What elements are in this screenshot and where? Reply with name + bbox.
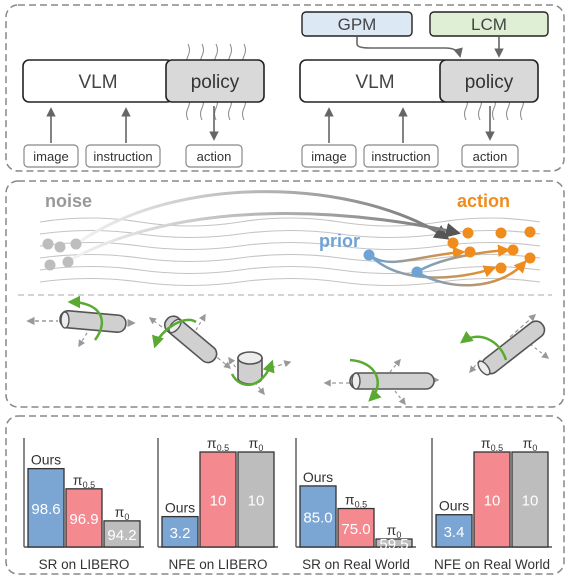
prior-samples bbox=[363, 249, 423, 278]
bar-1 bbox=[435, 514, 473, 548]
bar-value-label: 10 bbox=[210, 493, 227, 510]
baseline-architecture: VLM policy image instruction action bbox=[22, 43, 265, 168]
bar-series-label: π0 bbox=[523, 435, 538, 453]
instruction-input-box-right bbox=[363, 144, 439, 168]
bar-1 bbox=[299, 485, 337, 548]
bar-1 bbox=[27, 467, 65, 548]
bar-series-label: π0 bbox=[115, 504, 130, 522]
noise-to-action-arrow-1 bbox=[74, 190, 450, 247]
bar-2 bbox=[337, 507, 375, 548]
bar-series-label: π0 bbox=[249, 435, 264, 453]
bar-2 bbox=[199, 451, 237, 548]
middle-panel-frame bbox=[5, 180, 565, 408]
bar-3 bbox=[375, 538, 413, 548]
bar-value-label: 59.5 bbox=[379, 536, 408, 553]
vlm-label-left: VLM bbox=[78, 72, 117, 93]
benchmark-bar-charts: 98.6 Ours 96.9 π0.5 94.2 π0 SR on LIBERO 3.2 Our… bbox=[23, 435, 552, 572]
bar-series-label: Ours bbox=[165, 500, 195, 516]
bar-value-label: 85.0 bbox=[303, 509, 332, 526]
top-panel-frame bbox=[5, 4, 565, 172]
prior-label: prior bbox=[319, 231, 360, 251]
pose-cylinder-2 bbox=[148, 313, 232, 369]
chart-caption: SR on Real World bbox=[302, 557, 410, 572]
image-input-box-left bbox=[23, 144, 79, 168]
bar-series-label: π0 bbox=[387, 522, 402, 540]
image-input-box-right bbox=[301, 144, 357, 168]
action-output-box-right bbox=[461, 144, 519, 168]
proposed-architecture: GPM LCM VLM policy image instruction act… bbox=[299, 11, 549, 168]
lcm-label: LCM bbox=[471, 15, 507, 34]
pose-cylinder-5 bbox=[459, 314, 550, 376]
action-output-label-left: action bbox=[197, 149, 232, 164]
policy-box-right bbox=[439, 59, 539, 103]
bar-chart-1: 98.6 Ours 96.9 π0.5 94.2 π0 SR on LIBERO bbox=[23, 438, 144, 572]
instruction-input-label-left: instruction bbox=[93, 149, 152, 164]
bar-series-label: π0.5 bbox=[481, 435, 503, 453]
action-output-box-left bbox=[185, 144, 243, 168]
bar-value-label: 10 bbox=[484, 493, 501, 510]
gpm-label: GPM bbox=[338, 15, 377, 34]
action-label: action bbox=[457, 191, 510, 211]
policy-label-right: policy bbox=[465, 72, 514, 93]
chart-caption: NFE on LIBERO bbox=[168, 557, 267, 572]
bar-series-label: Ours bbox=[439, 498, 469, 514]
bar-series-label: π0.5 bbox=[207, 435, 229, 453]
bar-series-label: Ours bbox=[303, 469, 333, 485]
bar-series-label: π0.5 bbox=[345, 492, 367, 510]
vlm-label-right: VLM bbox=[355, 72, 394, 93]
bar-value-label: 3.4 bbox=[444, 524, 465, 541]
chart-caption: NFE on Real World bbox=[434, 557, 550, 572]
policy-label-left: policy bbox=[191, 72, 240, 93]
bar-value-label: 75.0 bbox=[341, 521, 370, 538]
bar-2 bbox=[65, 488, 103, 548]
pose-cylinder-1 bbox=[26, 295, 136, 348]
action-samples bbox=[447, 226, 536, 274]
bar-1 bbox=[161, 515, 199, 548]
bar-value-label: 10 bbox=[522, 493, 539, 510]
bar-chart-3: 85.0 Ours 75.0 π0.5 59.5π0 SR on Real World bbox=[295, 438, 416, 572]
instruction-input-label-right: instruction bbox=[371, 149, 430, 164]
bar-value-label: 96.9 bbox=[69, 511, 98, 528]
noise-samples bbox=[42, 238, 82, 271]
policy-box-left bbox=[165, 59, 265, 103]
pose-cylinder-4 bbox=[323, 358, 440, 406]
bar-2 bbox=[473, 451, 511, 548]
prior-to-action-arrows bbox=[370, 244, 527, 287]
action-output-label-right: action bbox=[473, 149, 508, 164]
bar-value-label: 98.6 bbox=[31, 501, 60, 518]
bar-value-label: 10 bbox=[248, 493, 265, 510]
noise-to-action-arrow-2 bbox=[69, 212, 461, 262]
bar-value-label: 3.2 bbox=[170, 525, 191, 542]
noise-label: noise bbox=[45, 191, 92, 211]
image-input-label-right: image bbox=[311, 149, 346, 164]
lcm-box bbox=[429, 11, 549, 37]
bar-value-label: 94.2 bbox=[107, 527, 136, 544]
bar-3 bbox=[511, 451, 549, 548]
bar-3 bbox=[103, 520, 141, 548]
bar-series-label: π0.5 bbox=[73, 472, 95, 490]
bar-series-label: Ours bbox=[31, 452, 61, 468]
bar-3 bbox=[237, 451, 275, 548]
image-input-label-left: image bbox=[33, 149, 68, 164]
bottom-panel-frame bbox=[5, 415, 565, 575]
chart-caption: SR on LIBERO bbox=[39, 557, 130, 572]
instruction-input-box-left bbox=[85, 144, 161, 168]
gpm-box bbox=[301, 11, 413, 37]
pose-cylinder-3 bbox=[228, 351, 292, 396]
